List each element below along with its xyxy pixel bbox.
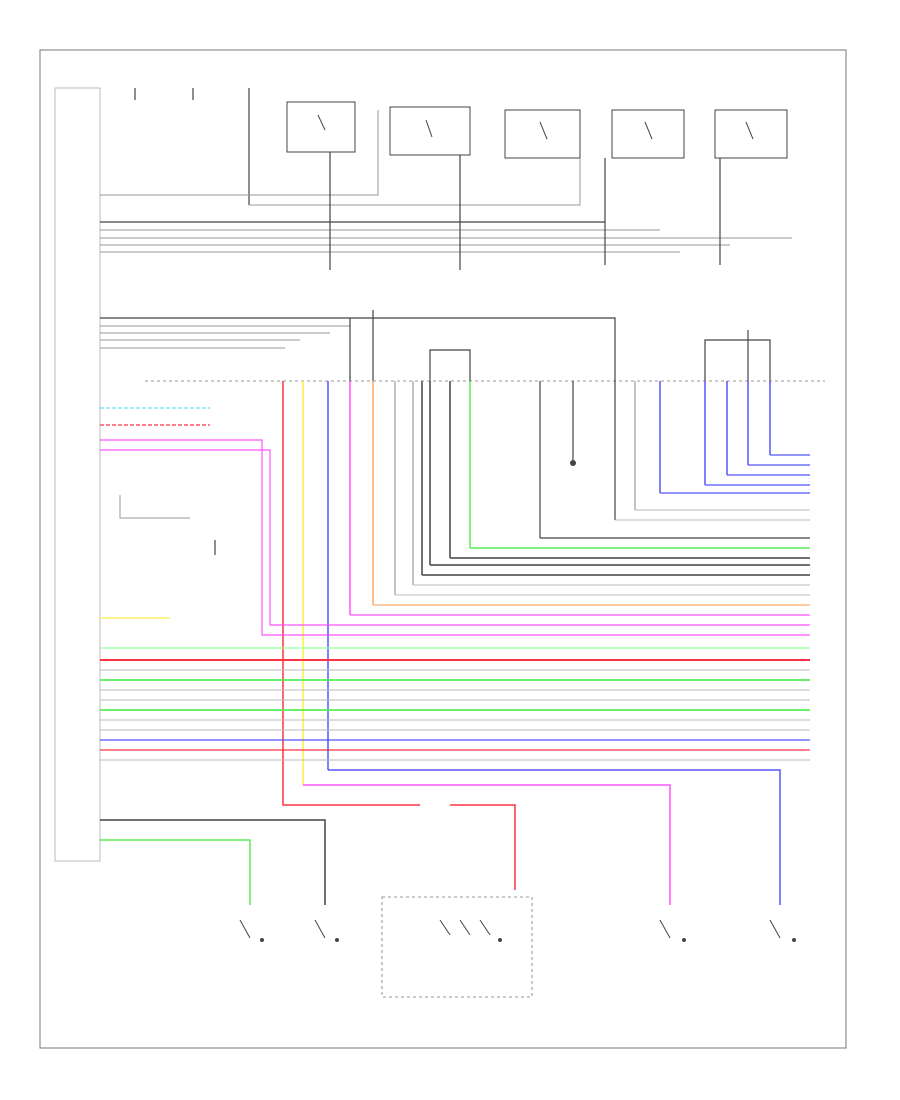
switch-wires — [100, 769, 781, 905]
relays — [286, 101, 788, 159]
bus-line-a — [100, 110, 379, 196]
relay-2-contact — [425, 119, 433, 138]
relay-4-box — [611, 109, 685, 159]
ground-symbol — [570, 460, 576, 466]
mid-loop-a — [429, 349, 471, 382]
sw-black — [100, 819, 326, 905]
relay-4-contact — [644, 121, 653, 140]
left-ecu-box — [54, 87, 101, 862]
vertical-drops — [282, 381, 771, 800]
relay-5-contact — [745, 121, 754, 140]
bus-line-b — [249, 158, 581, 206]
lw-gray-loop — [119, 495, 190, 519]
middle-bus — [100, 310, 771, 382]
relay-5-box — [714, 109, 788, 159]
mid-line-a — [100, 317, 616, 382]
relay-2-box — [389, 106, 471, 156]
switch-right-2 — [769, 919, 796, 942]
hw-pink-2 — [100, 449, 810, 626]
switch-left-2 — [314, 919, 339, 942]
bottom-switches — [239, 896, 796, 998]
bus-line-c — [100, 158, 606, 223]
horizontal-wires — [100, 439, 810, 761]
sw-red-b — [450, 804, 516, 890]
mid-loop-b — [704, 339, 771, 382]
left-short-wires — [100, 407, 216, 619]
switch-center — [381, 896, 533, 998]
relay-3-contact — [539, 121, 548, 140]
sw-blue — [328, 769, 781, 905]
sw-green — [100, 839, 251, 905]
sw-red-a — [282, 800, 420, 806]
relay-3-box — [504, 109, 581, 159]
relay-1-contact — [317, 114, 326, 131]
switch-left-1 — [239, 919, 264, 942]
upper-bus — [100, 110, 792, 270]
sw-pink — [303, 784, 671, 905]
diagram-frame — [39, 49, 847, 1049]
relay-1-box — [286, 101, 356, 153]
switch-right-1 — [659, 919, 686, 942]
hw-pink-3 — [100, 439, 810, 636]
